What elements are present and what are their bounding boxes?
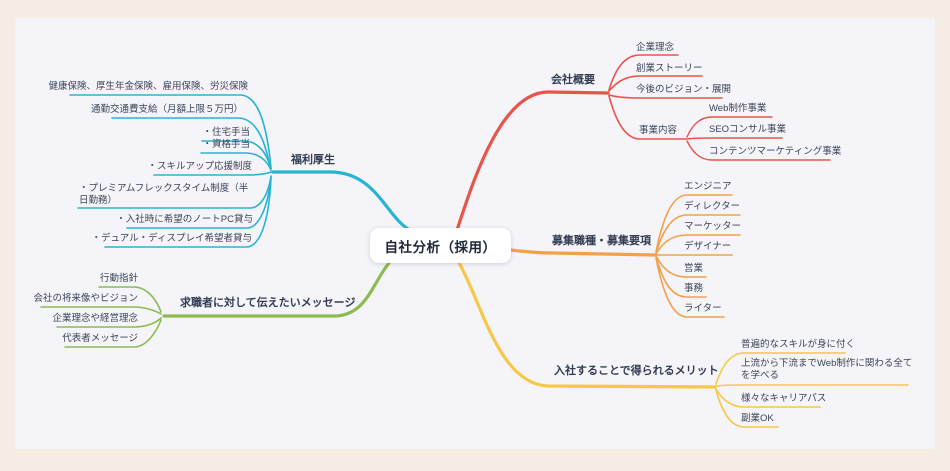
branch-label-message-to-jobseekers[interactable]: 求職者に対して伝えたいメッセージ [180,297,356,309]
topic-career-paths[interactable]: 様々なキャリアパス [741,393,827,404]
director-line [655,214,741,254]
joining-merits-trunk-line [457,261,717,389]
topic-dual-display[interactable]: ・デュアル・ディスプレイ希望者貸与 [91,233,252,244]
message-to-jobseekers-trunk-line [162,261,391,318]
topic-commute-allowance[interactable]: 通勤交通費支給（月額上限５万円） [90,104,243,115]
topic-web-production[interactable]: Web制作事業 [709,103,767,114]
branch-label-company-overview[interactable]: 会社概要 [551,74,595,86]
housing-allowance-line [201,140,272,170]
topic-future-vision[interactable]: 今後のビジョン・展開 [636,84,732,95]
content-marketing-line [686,140,831,161]
topic-laptop-loan[interactable]: ・入社時に希望のノートPC貸与 [116,214,253,225]
branch-label-recruitment-positions[interactable]: 募集職種・募集要項 [552,235,651,247]
action-guidelines-line [98,286,162,313]
topic-director[interactable]: ディレクター [684,201,740,212]
topic-office-work[interactable]: 事務 [684,283,704,294]
universal-skills-line [715,352,846,385]
sales-line [655,255,707,278]
commute-allowance-line [111,117,271,169]
seo-consulting-line [686,137,783,140]
topic-seo-consulting[interactable]: SEOコンサル事業 [709,124,787,135]
career-paths-line [715,388,821,408]
topic-premium-flextime[interactable]: ・プレミアムフレックスタイム制度（半日勤務） [79,183,249,206]
company-overview-trunk-line [455,90,610,232]
topic-writer[interactable]: ライター [684,303,722,314]
topic-insurance[interactable]: 健康保険、厚生年金保険、雇用保険、労災保険 [48,81,248,92]
benefits-trunk-line [271,170,410,231]
company-philosophy-line [608,54,679,91]
learn-everything-line [715,384,909,387]
topic-qualification-allowance[interactable]: ・資格手当 [202,139,250,150]
recruitment-positions-trunk-line [509,248,657,257]
branch-label-benefits[interactable]: 福利厚生 [291,154,335,166]
topic-designer[interactable]: デザイナー [684,241,732,252]
topic-founding-story[interactable]: 創業ストーリー [636,63,703,74]
topic-action-guidelines[interactable]: 行動指針 [99,273,138,284]
dual-display-line [104,177,272,248]
skill-up-support-line [153,171,272,176]
topic-marketer[interactable]: マーケッター [684,221,742,232]
company-future-vision-line [40,306,162,315]
corporate-philosophy-line [56,317,162,328]
topic-content-marketing[interactable]: コンテンツマーケティング事業 [709,146,842,157]
topic-housing-allowance[interactable]: ・住宅手当 [202,127,250,138]
qualification-allowance-line [200,152,272,171]
topic-business-content[interactable]: 事業内容 [639,125,678,136]
topic-ceo-message[interactable]: 代表者メッセージ [62,333,138,344]
topic-skill-up-support[interactable]: ・スキルアップ応援制度 [147,161,252,172]
topic-sales[interactable]: 営業 [684,263,704,274]
insurance-line [69,94,272,169]
ceo-message-line [64,319,162,348]
web-production-line [686,116,773,138]
marketer-line [655,234,741,255]
engineer-line [655,194,733,253]
future-vision-line [608,94,723,99]
topic-side-job-ok[interactable]: 副業OK [741,413,774,424]
business-content-line [608,95,687,140]
topic-engineer[interactable]: エンジニア [684,181,732,192]
founding-story-line [608,75,703,92]
topic-corporate-philosophy[interactable]: 企業理念や経営理念 [52,313,138,324]
topic-learn-everything[interactable]: 上流から下流までWeb制作に関わる全てを学べる [741,358,913,381]
topic-company-future-vision[interactable]: 会社の将来像やビジョン [33,293,138,304]
writer-line [655,257,725,318]
office-work-line [655,256,707,298]
topic-universal-skills[interactable]: 普遍的なスキルが身に付く [741,339,856,350]
topic-company-philosophy[interactable]: 企業理念 [636,42,675,53]
central-topic-node[interactable]: 自社分析（採用） [370,228,511,263]
side-job-ok-line [715,389,779,428]
branch-label-joining-merits[interactable]: 入社することで得られるメリット [554,365,719,377]
